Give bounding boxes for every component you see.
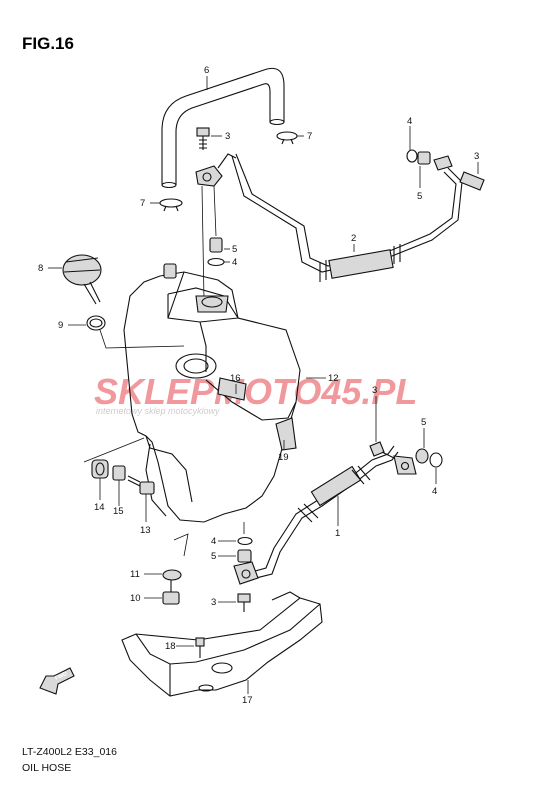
watermark-tagline: internetowy sklep motocyklowy <box>96 406 220 416</box>
callout-18: 18 <box>165 641 176 652</box>
filler-cap-oring <box>86 315 106 331</box>
union-center <box>209 237 223 253</box>
collar <box>112 465 126 481</box>
callout-12: 12 <box>328 373 339 384</box>
callout-numbers: 6 3 7 7 4 5 3 2 5 4 8 9 12 16 19 3 5 4 1… <box>38 65 479 706</box>
callout-4-top-right: 4 <box>407 116 412 127</box>
callout-4-right: 4 <box>432 486 437 497</box>
grommet <box>91 459 109 479</box>
washer-11 <box>162 569 182 581</box>
callout-5-top-right: 5 <box>417 191 422 202</box>
lower-guard-plate <box>121 591 323 697</box>
model-code: LT-Z400L2 E33_016 <box>22 746 117 758</box>
bolt-bottom <box>237 593 251 612</box>
upper-oil-hose <box>231 153 485 282</box>
callout-5-right: 5 <box>421 417 426 428</box>
fwd-direction-arrow: FWD <box>39 667 75 695</box>
callout-8: 8 <box>38 263 43 274</box>
callout-10: 10 <box>130 593 141 604</box>
callout-5-bottom: 5 <box>211 551 216 562</box>
union-top-right <box>417 151 431 165</box>
mount-bolt <box>127 475 155 495</box>
watermark: SKLEPMOTO45.PL internetowy sklep motocyk… <box>94 371 417 416</box>
watermark-brand: SKLEPMOTO45.PL <box>94 371 417 412</box>
callout-2: 2 <box>351 233 356 244</box>
screw-18 <box>195 637 205 658</box>
callout-7-lower: 7 <box>140 198 145 209</box>
drain-bolt <box>162 580 180 605</box>
callout-7-upper: 7 <box>307 131 312 142</box>
callout-15: 15 <box>113 506 124 517</box>
hose-fitting-top <box>195 153 237 187</box>
oil-filler-cap <box>62 254 102 305</box>
bolt-right <box>369 441 395 459</box>
washer-top-right <box>406 149 418 163</box>
oil-tank <box>123 263 301 523</box>
washer-right <box>429 452 443 468</box>
breather-hose-u <box>161 67 285 189</box>
callout-11: 11 <box>130 569 140 580</box>
union-right <box>415 448 429 464</box>
callout-4-bottom: 4 <box>211 536 216 547</box>
leader-lines <box>48 76 479 694</box>
callout-5-center: 5 <box>232 244 237 255</box>
callout-3-bottom: 3 <box>211 597 216 608</box>
callout-13: 13 <box>140 525 151 536</box>
lower-oil-hose <box>233 445 417 585</box>
callout-3-top-right: 3 <box>474 151 479 162</box>
callout-1: 1 <box>335 528 340 539</box>
union-bottom <box>237 549 252 563</box>
callout-17: 17 <box>242 695 253 706</box>
hose-clip-lower <box>159 198 183 212</box>
bolt-top <box>196 127 210 150</box>
callout-16: 16 <box>230 373 241 384</box>
callout-6: 6 <box>204 65 209 76</box>
washer-bottom <box>237 536 253 546</box>
callout-3-right: 3 <box>372 385 377 396</box>
figure-title: FIG.16 <box>22 34 74 53</box>
callout-14: 14 <box>94 502 105 513</box>
hose-clip-upper <box>276 131 298 145</box>
callout-9: 9 <box>58 320 63 331</box>
callout-3-top: 3 <box>225 131 230 142</box>
callout-19: 19 <box>278 452 289 463</box>
callout-4-center: 4 <box>232 257 237 268</box>
fwd-label: FWD <box>54 671 68 682</box>
diagram-caption: OIL HOSE <box>22 762 72 774</box>
washer-center <box>207 257 225 267</box>
